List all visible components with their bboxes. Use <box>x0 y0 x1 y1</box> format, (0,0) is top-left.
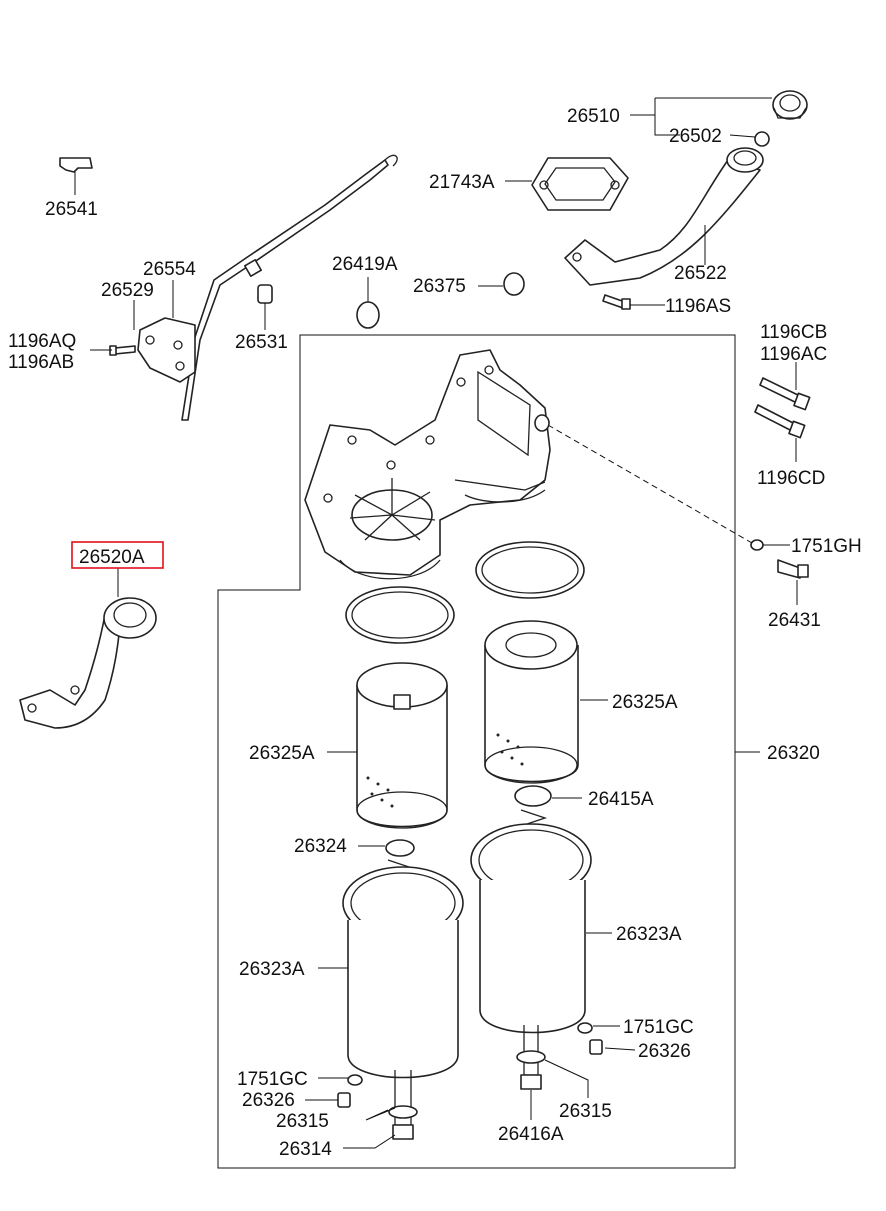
plug-26431[interactable] <box>777 559 809 579</box>
cap-o-ring[interactable] <box>754 131 770 147</box>
label-26375[interactable]: 26375 <box>413 276 466 297</box>
label-26314[interactable]: 26314 <box>279 1139 332 1160</box>
drain-plug-right[interactable] <box>589 1039 603 1055</box>
label-26522[interactable]: 26522 <box>674 263 727 284</box>
label-26554[interactable]: 26554 <box>143 259 196 280</box>
label-26415A[interactable]: 26415A <box>588 789 654 810</box>
label-26529[interactable]: 26529 <box>101 280 154 301</box>
label-26323A-left[interactable]: 26323A <box>239 959 305 980</box>
gasket-left[interactable] <box>345 586 455 644</box>
label-26324[interactable]: 26324 <box>294 836 347 857</box>
washer-1751GH[interactable] <box>750 539 764 551</box>
label-26326-right[interactable]: 26326 <box>638 1041 691 1062</box>
label-1196AB[interactable]: 1196AB <box>8 352 74 373</box>
highlight-box-26520A <box>71 541 164 569</box>
sleeve-26531[interactable] <box>257 284 273 304</box>
label-26520A[interactable]: 26520A <box>79 547 145 568</box>
o-ring-26419A[interactable] <box>356 301 380 329</box>
label-26320[interactable]: 26320 <box>767 743 820 764</box>
bolt-1196AS[interactable] <box>602 294 631 310</box>
label-26502[interactable]: 26502 <box>669 126 722 147</box>
filter-head[interactable] <box>304 349 551 580</box>
filter-element-right[interactable] <box>484 620 579 784</box>
label-21743A[interactable]: 21743A <box>429 172 495 193</box>
small-washer-right[interactable] <box>577 1022 593 1034</box>
filler-gasket[interactable] <box>531 157 629 211</box>
label-1196CB[interactable]: 1196CB <box>760 322 827 343</box>
small-washer-left[interactable] <box>347 1074 363 1086</box>
oil-filler-cap[interactable] <box>772 90 808 120</box>
bracket-26554[interactable] <box>137 317 196 383</box>
label-26315-left[interactable]: 26315 <box>276 1111 329 1132</box>
clip-26541[interactable] <box>59 157 93 173</box>
label-1196AC[interactable]: 1196AC <box>760 344 827 365</box>
label-26541[interactable]: 26541 <box>45 199 98 220</box>
label-1196AQ[interactable]: 1196AQ <box>8 331 76 352</box>
drain-plug-left[interactable] <box>337 1092 351 1108</box>
label-1751GC-left[interactable]: 1751GC <box>237 1069 308 1090</box>
label-26323A-right[interactable]: 26323A <box>616 924 682 945</box>
filter-element-left[interactable] <box>356 662 448 829</box>
bolt-1196CB[interactable] <box>759 377 811 411</box>
filter-case-right[interactable] <box>470 823 592 1090</box>
bolt-1196CD[interactable] <box>754 404 806 439</box>
label-26419A[interactable]: 26419A <box>332 254 398 275</box>
label-26325A-left[interactable]: 26325A <box>249 743 315 764</box>
gasket-right[interactable] <box>475 541 585 599</box>
dipstick-tube[interactable] <box>181 154 398 421</box>
assembly-boundary <box>217 334 736 1169</box>
label-26431[interactable]: 26431 <box>768 610 821 631</box>
filter-case-left[interactable] <box>342 866 464 1140</box>
oil-filler-pipe[interactable] <box>564 147 764 286</box>
label-1196AS[interactable]: 1196AS <box>665 296 731 317</box>
label-26416A[interactable]: 26416A <box>498 1124 564 1145</box>
element-perforations <box>366 733 524 808</box>
label-26325A-right[interactable]: 26325A <box>612 692 678 713</box>
label-26510[interactable]: 26510 <box>567 106 620 127</box>
o-ring-26375[interactable] <box>503 272 525 296</box>
label-1751GH[interactable]: 1751GH <box>791 536 862 557</box>
label-1751GC-right[interactable]: 1751GC <box>623 1017 694 1038</box>
label-1196CD[interactable]: 1196CD <box>757 468 825 489</box>
oil-filler-pipe-26520A[interactable] <box>19 597 157 729</box>
label-26531[interactable]: 26531 <box>235 332 288 353</box>
bolt-1196AQ[interactable] <box>109 345 136 356</box>
label-26315-right[interactable]: 26315 <box>559 1101 612 1122</box>
label-26326-left[interactable]: 26326 <box>242 1090 295 1111</box>
